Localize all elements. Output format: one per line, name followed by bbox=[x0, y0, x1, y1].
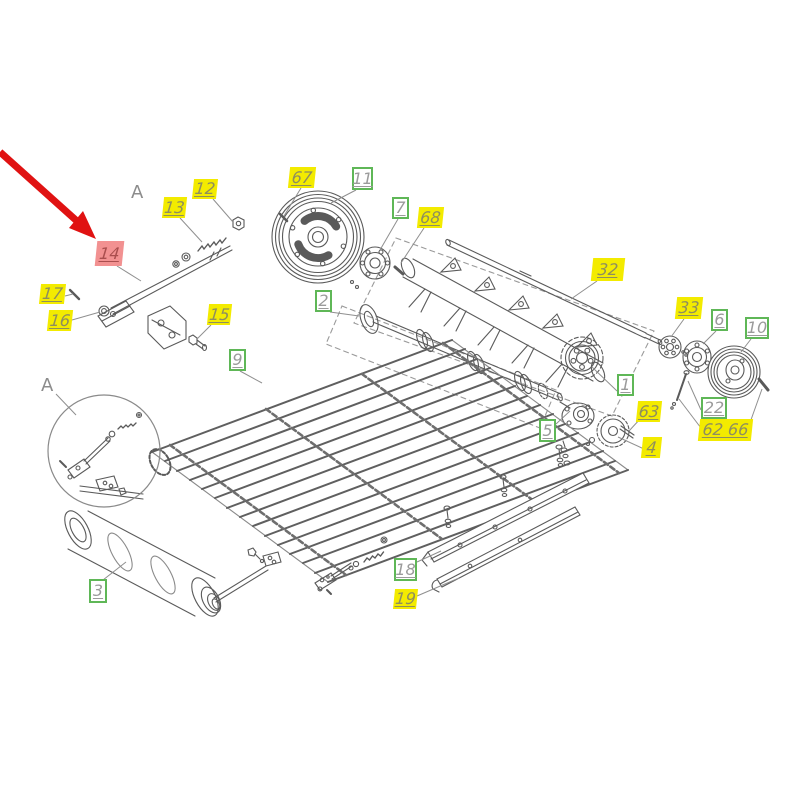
pin-67 bbox=[278, 212, 289, 223]
feeder-drum bbox=[400, 257, 606, 388]
part-label-13: 13 bbox=[161, 197, 188, 218]
leader-lines bbox=[55, 187, 763, 597]
detail-letter-a: A bbox=[41, 375, 54, 396]
lower-tensioner bbox=[314, 536, 388, 595]
part-label-63: 63 bbox=[635, 401, 663, 422]
part-label-12: 12 bbox=[191, 179, 219, 199]
red-pointer-arrow bbox=[0, 149, 96, 239]
detail-circle-a bbox=[47, 394, 161, 508]
part-label-19: 19 bbox=[392, 589, 419, 609]
pulley-10 bbox=[707, 345, 761, 399]
dashed-outline-upper bbox=[353, 237, 655, 417]
bracket-15 bbox=[147, 305, 208, 352]
stud-22-62 bbox=[670, 370, 690, 410]
part-label-16: 16 bbox=[46, 310, 74, 331]
part-label-7: 7 bbox=[392, 197, 409, 219]
part-label-4: 4 bbox=[640, 437, 663, 458]
wear-plate-18 bbox=[421, 472, 590, 567]
pin-66 bbox=[757, 377, 770, 392]
part-label-33: 33 bbox=[674, 297, 704, 319]
sprocket-1 bbox=[560, 336, 604, 380]
pulley-11 bbox=[271, 190, 365, 284]
tension-rod-14 bbox=[97, 245, 233, 328]
tension-spring-13 bbox=[197, 237, 227, 252]
nut-16 bbox=[98, 305, 110, 317]
part-label-6: 6 bbox=[711, 309, 728, 331]
part-label-1: 1 bbox=[617, 374, 634, 396]
part-label-18: 18 bbox=[394, 558, 417, 581]
part-label-2: 2 bbox=[315, 290, 332, 312]
roller-drum-3 bbox=[64, 475, 282, 617]
part-label-3: 3 bbox=[89, 579, 107, 603]
section-letter-a: A bbox=[131, 182, 144, 203]
part-label-15: 15 bbox=[206, 304, 233, 325]
dashed-outline-lower bbox=[325, 305, 557, 429]
flange-33 bbox=[658, 335, 688, 359]
part-label-62-66: 62 66 bbox=[697, 419, 754, 441]
part-label-32: 32 bbox=[590, 258, 626, 281]
hub-7 bbox=[349, 246, 391, 290]
part-label-11: 11 bbox=[352, 167, 373, 190]
part-label-10: 10 bbox=[745, 317, 769, 339]
part-label-14: 14 bbox=[94, 241, 125, 266]
washers-top bbox=[172, 252, 191, 268]
part-label-5: 5 bbox=[539, 419, 556, 442]
shaft-32 bbox=[445, 238, 663, 346]
tensioner-bolt-12 bbox=[232, 216, 245, 231]
roll-pin-68 bbox=[393, 265, 405, 276]
part-label-22: 22 bbox=[701, 397, 727, 419]
part-label-9: 9 bbox=[229, 349, 246, 371]
key-63 bbox=[619, 425, 635, 439]
part-label-17: 17 bbox=[38, 284, 67, 304]
chain-slat-grid-9 bbox=[148, 339, 630, 583]
part-label-68: 68 bbox=[416, 207, 445, 228]
pin-17 bbox=[68, 288, 81, 301]
plate-bolt-stacks bbox=[443, 444, 564, 529]
part-label-67: 67 bbox=[287, 167, 317, 188]
